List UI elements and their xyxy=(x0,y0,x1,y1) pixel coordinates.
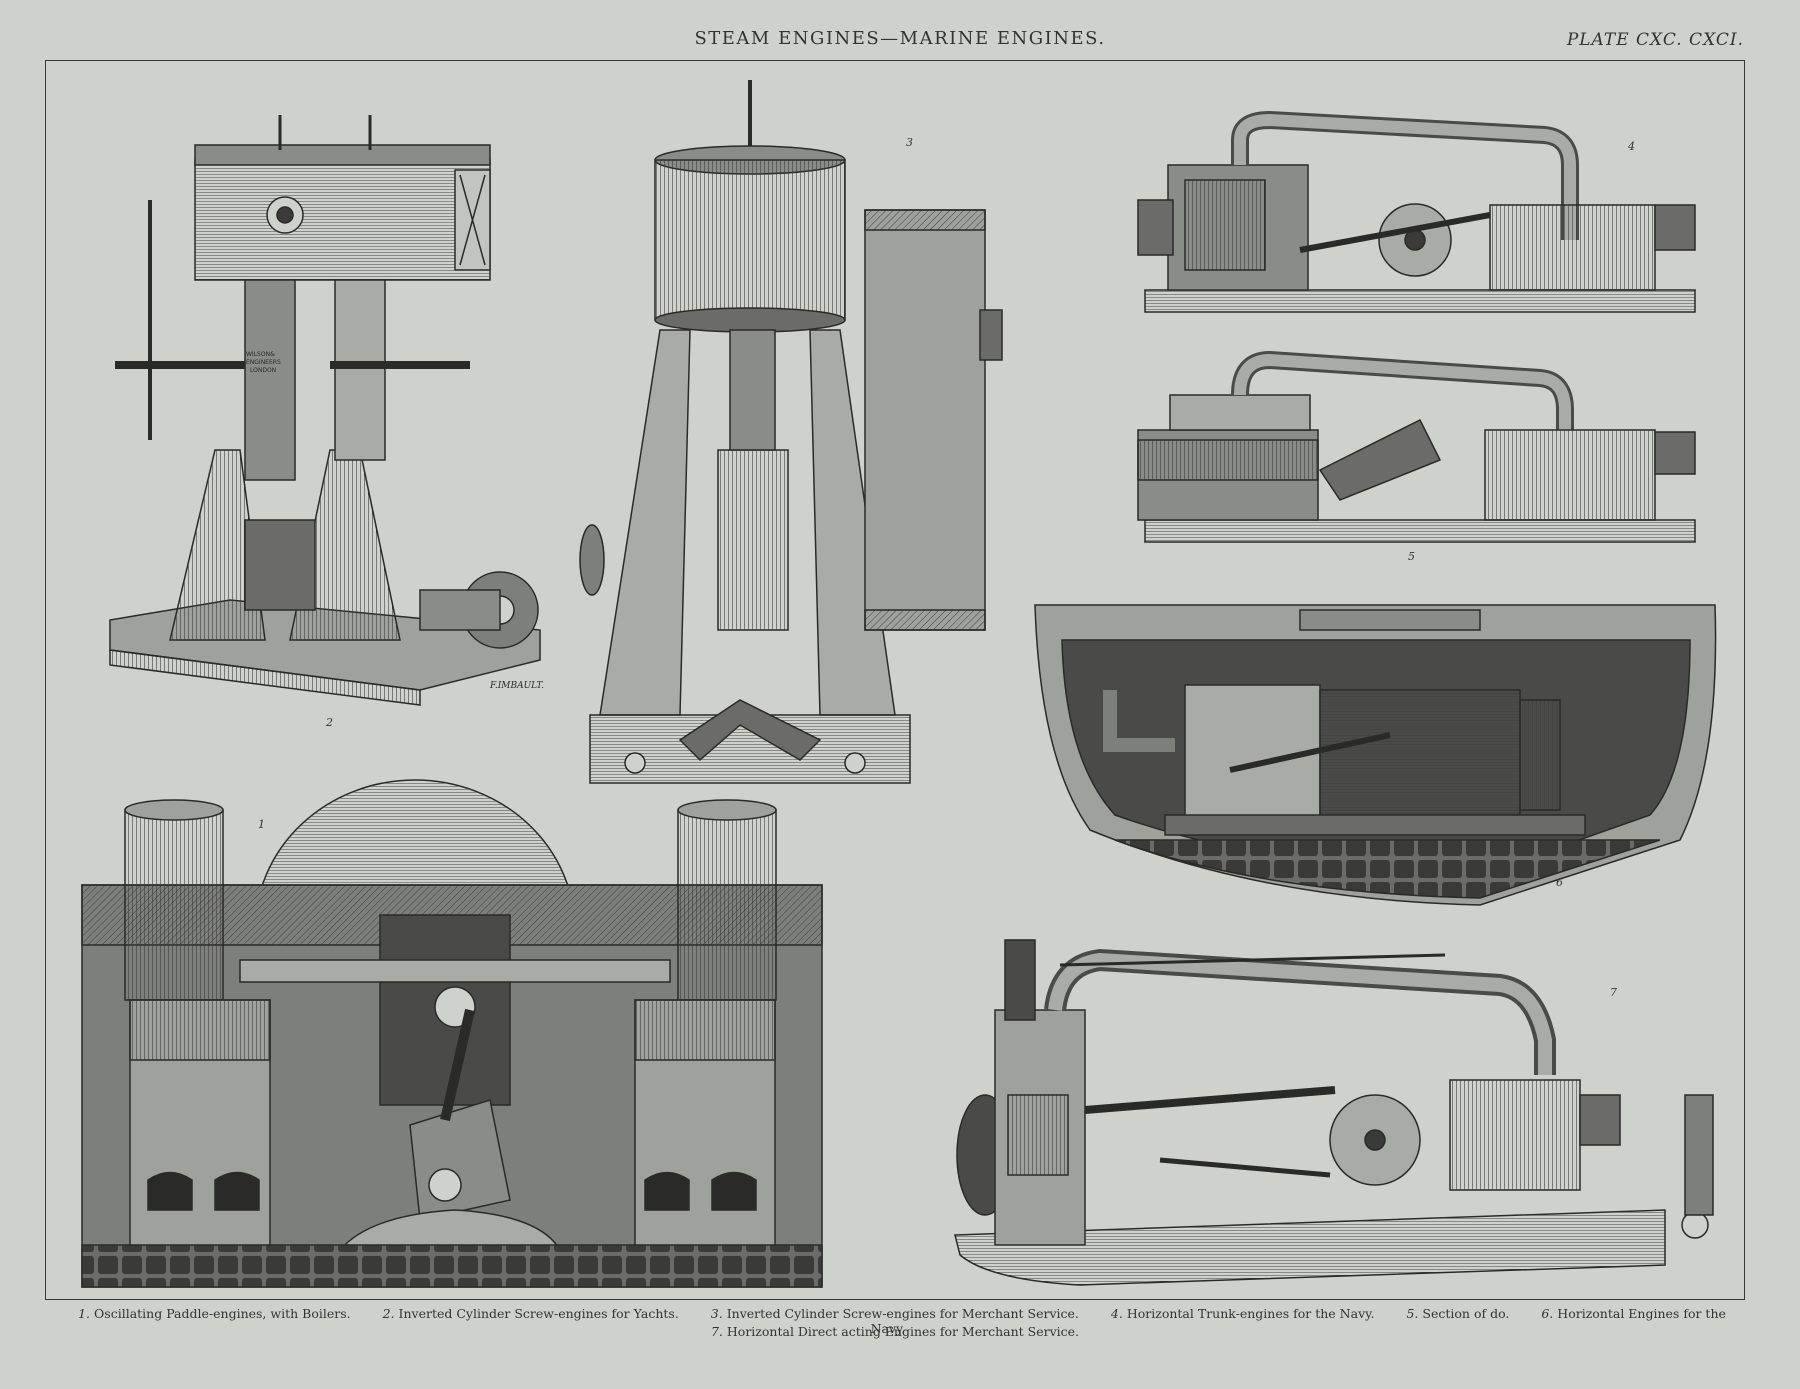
maker-plate-line2: ENGINEERS xyxy=(246,359,281,366)
figure-4-trunk-engine xyxy=(1137,110,1696,313)
plate-number: PLATE CXC. CXCI. xyxy=(1566,30,1744,50)
plate-title: STEAM ENGINES—MARINE ENGINES. xyxy=(694,28,1106,49)
engraver-signature: F.IMBAULT. xyxy=(489,681,544,691)
figure-3-merchant-engine xyxy=(579,80,1003,784)
maker-plate-line3: LONDON xyxy=(250,367,276,374)
caption-item-4: 4.Horizontal Trunk-engines for the Navy. xyxy=(1110,1306,1375,1321)
figure-2-yacht-engine: WILSON& ENGINEERS LONDON F.IMBAULT. xyxy=(109,115,544,706)
caption-line-1: 1.Oscillating Paddle-engines, with Boile… xyxy=(45,1306,1745,1336)
plate-border xyxy=(45,60,1745,1300)
caption-line-2: 7.Horizontal Direct acting Engines for M… xyxy=(45,1324,1745,1339)
figure-5-trunk-engine-section xyxy=(1137,350,1696,543)
figure-number-6: 6 xyxy=(1556,876,1563,889)
figure-number-3: 3 xyxy=(906,136,913,149)
maker-plate-line1: WILSON& xyxy=(246,351,275,358)
figure-number-1: 1 xyxy=(258,818,265,831)
figure-7-direct-acting-engine xyxy=(954,939,1714,1286)
figure-number-2: 2 xyxy=(325,716,333,729)
caption-item-6: 6.Horizontal Engines for the Navy. xyxy=(870,1306,1726,1336)
caption-item-7: 7.Horizontal Direct acting Engines for M… xyxy=(710,1324,1080,1339)
figure-1-paddle-engines xyxy=(81,779,823,1288)
figure-number-5: 5 xyxy=(1408,550,1415,563)
figure-number-4: 4 xyxy=(1627,140,1635,153)
caption-item-1: 1.Oscillating Paddle-engines, with Boile… xyxy=(78,1306,351,1321)
plate-header: STEAM ENGINES—MARINE ENGINES. PLATE CXC.… xyxy=(0,0,1800,60)
caption-item-2: 2.Inverted Cylinder Screw-engines for Ya… xyxy=(382,1306,679,1321)
figure-6-hull-engine xyxy=(1034,604,1717,906)
caption-item-5: 5.Section of do. xyxy=(1406,1306,1510,1321)
figure-number-7: 7 xyxy=(1610,986,1617,999)
caption-item-3: 3.Inverted Cylinder Screw-engines for Me… xyxy=(710,1306,1079,1321)
